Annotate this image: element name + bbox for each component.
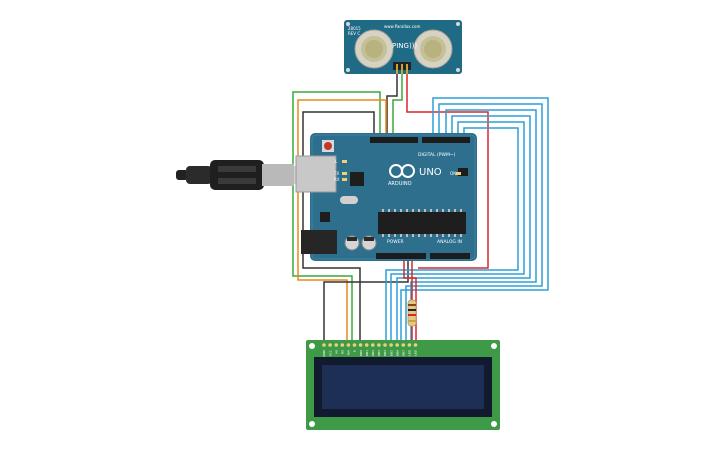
ultrasonic-sensor[interactable]: PING))) www.Parallax.com 28015 REV C — [344, 20, 462, 74]
lcd-pin-8[interactable] — [364, 343, 369, 347]
lcd-pin-14[interactable] — [401, 343, 406, 347]
lcd-screen — [322, 365, 484, 409]
lcd-pin-label: GND — [322, 349, 326, 357]
arduino-uno-board[interactable]: ARDUINO UNO DIGITAL (PWM~) POWER ANALOG … — [295, 133, 477, 261]
wire-blue-2[interactable] — [405, 103, 543, 340]
lcd-pin-10[interactable] — [377, 343, 381, 347]
lcd-pin-3[interactable] — [334, 343, 339, 347]
sensor-model-label: PING))) — [392, 42, 417, 50]
lcd-pin-label: DB4 — [383, 350, 387, 356]
lcd-pin-label: DB0 — [359, 350, 363, 356]
power-label: POWER — [387, 239, 404, 245]
digital-header-1 — [370, 137, 418, 143]
lcd-pin-label: V0 — [334, 350, 338, 354]
wire-sensor-sig[interactable] — [392, 74, 403, 141]
sensor-small-label-1: 28015 — [348, 26, 361, 31]
rx-label: RX — [334, 177, 340, 182]
sensor-brand-label: www.Parallax.com — [384, 24, 420, 29]
infinity-logo-icon — [389, 164, 415, 178]
digital-header-2 — [422, 137, 470, 143]
lcd-pin-16[interactable] — [413, 343, 418, 347]
usb-jack — [295, 155, 337, 193]
lcd-pin-6[interactable] — [352, 343, 357, 347]
transducer-left — [354, 29, 394, 69]
analog-label: ANALOG IN — [437, 239, 462, 245]
lcd-pin-label: RS — [341, 350, 345, 354]
on-label: ON — [450, 171, 456, 176]
usb-cable-icon — [176, 160, 308, 190]
digital-label: DIGITAL (PWM~) — [418, 152, 456, 158]
atmega-chip — [378, 212, 466, 234]
transducer-right — [413, 29, 453, 69]
lcd-pin-label: E — [353, 350, 357, 352]
lcd-pin-label: LED — [408, 349, 412, 356]
wire-blue-4[interactable] — [396, 115, 531, 340]
lcd-pin-11[interactable] — [383, 343, 387, 347]
wire-blue-5[interactable] — [390, 121, 525, 340]
power-header — [376, 253, 426, 259]
lcd-pin-5[interactable] — [346, 343, 351, 347]
sensor-small-label-2: REV C — [348, 31, 360, 36]
resistor-icon[interactable] — [407, 299, 417, 327]
lcd-pin-1[interactable] — [322, 343, 326, 347]
lcd-pin-7[interactable] — [358, 343, 363, 347]
wire-blue-3[interactable] — [410, 109, 537, 340]
l-label: L — [335, 159, 338, 164]
lcd-pin-label: DB1 — [365, 350, 369, 356]
lcd-pin-15[interactable] — [407, 343, 412, 347]
wire-sensor-gnd[interactable] — [386, 74, 398, 141]
power-jack — [301, 230, 337, 254]
lcd-pin-12[interactable] — [389, 343, 393, 347]
arduino-model-label: UNO — [419, 167, 442, 178]
tx-label: TX — [333, 171, 339, 176]
wire-blue-6[interactable] — [385, 127, 519, 340]
lcd-pin-9[interactable] — [371, 343, 375, 347]
lcd-pin-label: DB3 — [377, 350, 381, 356]
lcd-pin-13[interactable] — [395, 343, 400, 347]
wire-blue-1[interactable] — [400, 97, 549, 340]
lcd-pin-2[interactable] — [328, 343, 332, 347]
lcd-pin-label: DB2 — [371, 350, 375, 356]
lcd-pin-label: RW — [347, 350, 351, 355]
lcd-pin-4[interactable] — [340, 343, 345, 347]
arduino-brand-label: ARDUINO — [388, 181, 412, 187]
lcd-pin-label: LED — [414, 349, 418, 356]
lcd-pin-label: VCC — [328, 350, 332, 356]
lcd-pin-label: DB6 — [395, 350, 399, 356]
lcd-pin-label: DB7 — [402, 350, 406, 356]
lcd-pin-label: DB5 — [389, 350, 393, 356]
analog-header — [430, 253, 470, 259]
